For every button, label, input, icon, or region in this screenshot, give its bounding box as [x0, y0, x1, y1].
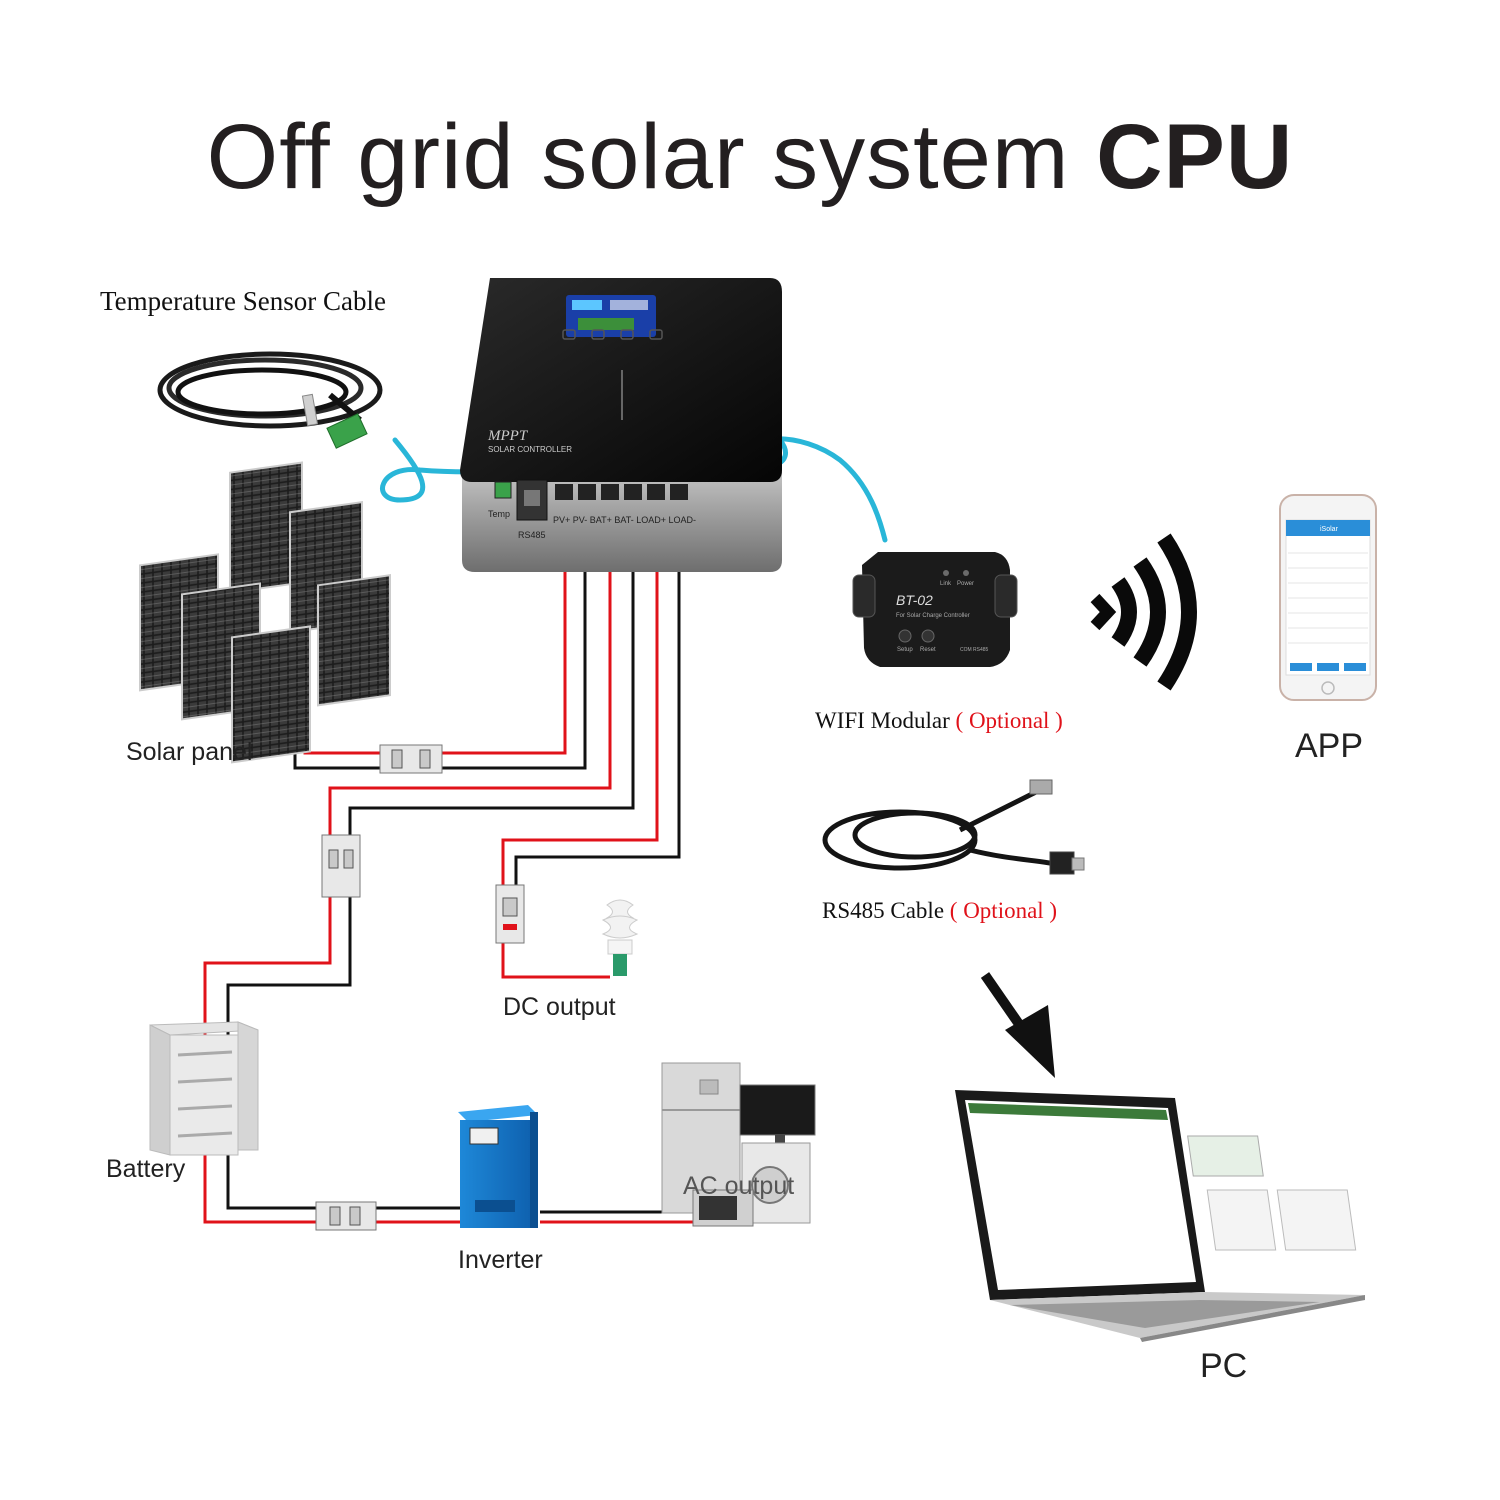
rs485-label-text: RS485 Cable — [822, 898, 950, 923]
phone-app-name: iSolar — [1320, 526, 1339, 533]
bt-reset-label: Reset — [920, 647, 936, 653]
rs485-optional-text: ( Optional ) — [949, 898, 1058, 923]
title-emphasis: CPU — [1096, 106, 1294, 208]
rs485-port-label: RS485 — [518, 530, 546, 540]
inverter-breaker — [315, 1201, 377, 1231]
bat-negative-wire — [226, 500, 635, 1210]
terminal-labels: PV+ PV- BAT+ BAT- LOAD+ LOAD- — [553, 515, 696, 525]
bt-subtitle: For Solar Charge Controller — [896, 613, 970, 619]
inverter-icon — [458, 1105, 538, 1228]
laptop-pc-icon — [955, 1090, 1365, 1342]
solar-panel-label: Solar panel — [126, 738, 253, 766]
pc-label: PC — [1200, 1347, 1248, 1385]
inverter-label: Inverter — [458, 1246, 543, 1274]
wifi-optional-text: ( Optional ) — [955, 708, 1063, 733]
temp-port — [494, 481, 512, 499]
load-positive-wire — [501, 500, 659, 979]
wiring — [203, 500, 700, 1224]
terminal-block — [555, 484, 688, 500]
wifi-label: WIFI Modular ( Optional ) — [815, 708, 1063, 734]
arrow-down-icon — [980, 972, 1055, 1078]
bt-link-label: Link — [940, 581, 952, 587]
wireless-signal-icon — [1090, 533, 1197, 691]
solar-panel-array — [139, 461, 391, 764]
controller-subtitle: SOLAR CONTROLLER — [488, 445, 572, 454]
temperature-sensor-cable-icon — [157, 351, 383, 449]
wifi-label-text: WIFI Modular — [815, 708, 956, 733]
bt-model: BT-02 — [896, 592, 933, 608]
battery-breaker — [321, 834, 361, 898]
bt-power-label: Power — [957, 581, 974, 587]
load-breaker — [495, 884, 525, 944]
battery-cabinet-icon — [149, 1021, 259, 1156]
controller-brand: MPPT — [487, 428, 529, 444]
temp-port-label: Temp — [488, 509, 510, 519]
temp-cable-label: Temperature Sensor Cable — [100, 286, 387, 316]
ac-output-label: AC output — [683, 1172, 795, 1200]
app-label: APP — [1295, 727, 1364, 765]
load-negative-wire — [514, 500, 681, 890]
page-title: Off grid solar system CPU — [0, 105, 1500, 210]
bat-positive-wire — [203, 500, 612, 1224]
rs485-cable-icon — [822, 779, 1085, 875]
pv-breaker — [379, 744, 443, 774]
bt-setup-label: Setup — [897, 647, 913, 653]
bt-com-label: COM RS485 — [960, 647, 989, 653]
dc-load-bulb-icon — [601, 899, 639, 976]
title-text: Off grid solar system — [206, 106, 1097, 208]
battery-label: Battery — [106, 1155, 186, 1183]
mppt-controller: MPPT SOLAR CONTROLLER Temp RS485 PV+ PV-… — [460, 278, 782, 572]
ac-appliances-icon — [661, 1062, 816, 1227]
wifi-module: BT-02 For Solar Charge Controller Link P… — [852, 552, 1018, 667]
phone-app-icon: iSolar — [1279, 494, 1377, 701]
rs485-label: RS485 Cable ( Optional ) — [822, 898, 1057, 924]
dc-output-label: DC output — [503, 993, 616, 1021]
